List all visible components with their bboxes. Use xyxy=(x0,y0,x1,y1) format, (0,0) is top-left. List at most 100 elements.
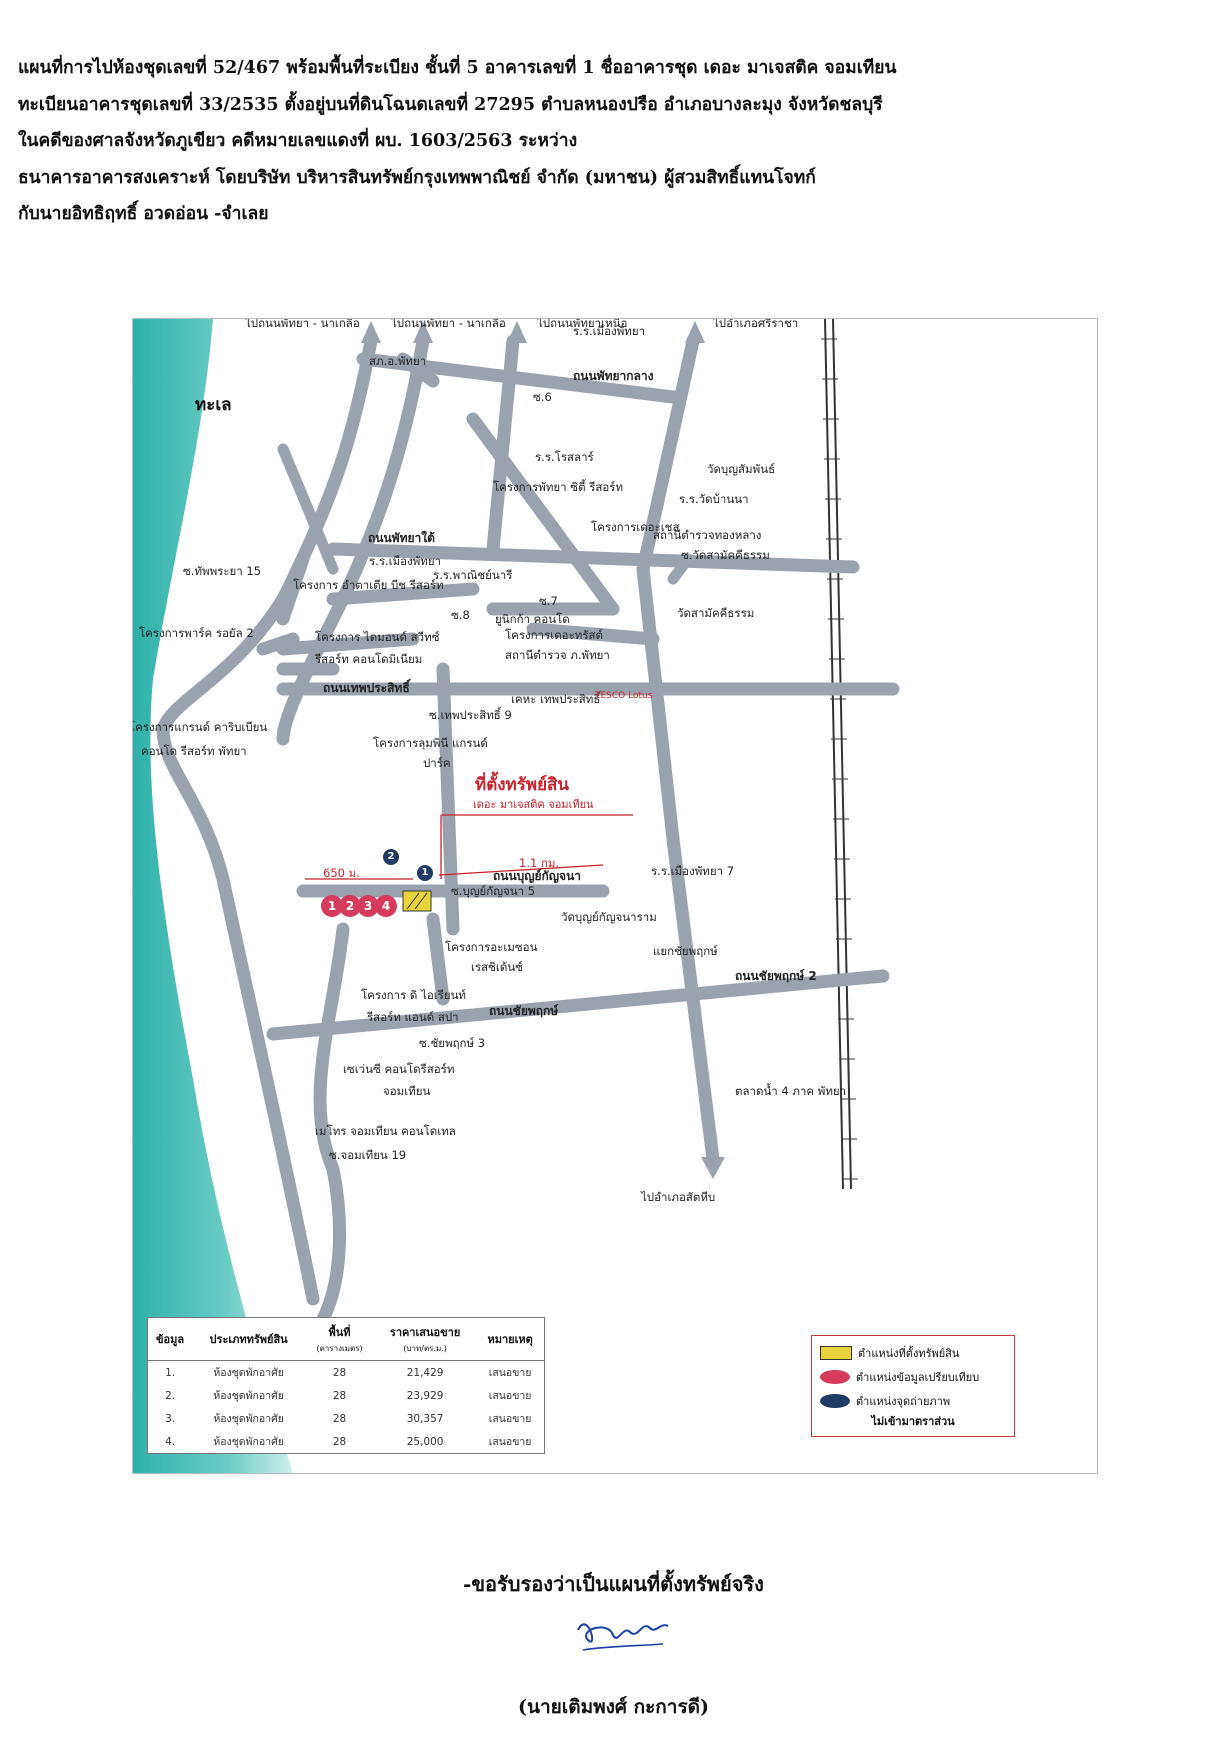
table-row: 2. ห้องชุดพักอาศัย 28 23,929 เสนอขาย xyxy=(148,1384,544,1407)
legend-photo-label: ตำแหน่งจุดถ่ายภาพ xyxy=(856,1395,951,1408)
place-riviera-2: รีสอร์ท แอนด์ สปา xyxy=(367,1010,459,1024)
th-area: พื้นที่(ตารางเมตร) xyxy=(305,1318,374,1361)
document-header: แผนที่การไปห้องชุดเลขที่ 52/467 พร้อมพื้… xyxy=(18,55,1208,238)
cell: เสนอขาย xyxy=(488,1413,532,1425)
signature-icon xyxy=(577,1623,669,1651)
comparable-marker-4: 4 xyxy=(375,895,397,917)
place-seven-seas: เซเว่นซี คอนโดรีสอร์ท xyxy=(343,1062,455,1076)
th-price-unit: (บาท/ตร.ม.) xyxy=(403,1344,447,1353)
place-soi8: ซ.8 xyxy=(451,608,470,622)
cell: ห้องชุดพักอาศัย xyxy=(213,1436,284,1448)
photo-point-2: 2 xyxy=(383,849,399,865)
cell: 1. xyxy=(165,1366,176,1379)
th-area-label: พื้นที่ xyxy=(328,1326,351,1339)
legend-comparable: ตำแหน่งข้อมูลเปรียบเทียบ xyxy=(820,1368,979,1386)
place-soi-bunkanchana-5: ซ.บุญย์กัญจนา 5 xyxy=(451,884,536,898)
road-network xyxy=(156,334,900,1326)
place-amazon-2: เรสซิเด้นซ์ xyxy=(471,960,523,974)
place-pattaya-city-resort: โครงการพัทยา ซิตี้ รีสอร์ท xyxy=(493,480,624,494)
place-school-ban-na: ร.ร.วัดบ้านนา xyxy=(679,492,749,506)
road-thepprasit: ถนนเทพประสิทธิ์ xyxy=(323,681,410,695)
place-lumpini-2: ปาร์ค xyxy=(423,756,451,770)
road-pattaya-tai: ถนนพัทยาใต้ xyxy=(368,531,435,545)
place-school-muang: ร.ร.เมืองพัทยา xyxy=(573,324,646,338)
cell: 28 xyxy=(332,1366,347,1379)
place-school-muang-2: ร.ร.เมืองพัทยา xyxy=(369,554,442,568)
place-wat-samakkhi: วัดสามัคคีธรรม xyxy=(677,606,755,620)
legend-photo: ตำแหน่งจุดถ่ายภาพ xyxy=(820,1392,950,1410)
cell: ห้องชุดพักอาศัย xyxy=(213,1390,284,1402)
road-chaiyaphruek: ถนนชัยพฤกษ์ xyxy=(489,1004,559,1018)
place-school-rosari: ร.ร.โรสลาร์ xyxy=(535,450,594,464)
place-soi6: ซ.6 xyxy=(533,390,552,404)
property-parcel xyxy=(402,890,432,912)
cell: 3. xyxy=(165,1412,176,1425)
cell: เสนอขาย xyxy=(488,1390,532,1402)
sea-area xyxy=(133,319,293,1473)
railway xyxy=(824,319,852,1190)
place-metro: เมโทร จอมเทียน คอนโดเทล xyxy=(315,1124,456,1138)
cell: 25,000 xyxy=(406,1435,444,1448)
cell: 30,357 xyxy=(406,1412,444,1425)
comparable-marker-3: 3 xyxy=(357,895,379,917)
cell: 4. xyxy=(165,1435,176,1448)
th-price: ราคาเสนอขาย (บาท/ตร.ม.) xyxy=(374,1318,477,1361)
place-tesco: เคหะ เทพประสิทธิ์ xyxy=(511,692,601,706)
place-soi-watsamakkhi: ซ.วัดสามัคคีธรรม xyxy=(681,548,770,562)
comparable-marker-2: 2 xyxy=(339,895,361,917)
place-wat-boon: วัดบุญสัมพันธ์ xyxy=(707,462,776,476)
header-line-4: ธนาคารอาคารสงเคราะห์ โดยบริษัท บริหารสิน… xyxy=(18,167,816,188)
place-riviera: โครงการ ดิ ไอเรียนท์ xyxy=(361,988,467,1002)
distance-lines xyxy=(305,814,633,880)
place-grand-caribbean: โครงการแกรนด์ คาริบเบียน xyxy=(132,720,268,734)
cell: เสนอขาย xyxy=(488,1367,532,1379)
place-soi7: ซ.7 xyxy=(539,594,558,608)
table-row: 4. ห้องชุดพักอาศัย 28 25,000 เสนอขาย xyxy=(148,1430,544,1453)
place-atlantis: โครงการ อำตาเตีย บีช รีสอร์ท xyxy=(293,578,444,592)
road-chaiyaphruek-2: ถนนชัยพฤกษ์ 2 xyxy=(735,969,817,983)
direction-naklua-2: ไปถนนพัทยา - นาเกลือ xyxy=(391,318,506,330)
property-title: ที่ตั้งทรัพย์สิน xyxy=(475,775,570,795)
place-seven-seas-2: จอมเทียน xyxy=(383,1084,431,1098)
header-line-2: ทะเบียนอาคารชุดเลขที่ 33/2535 ตั้งอยู่บน… xyxy=(18,94,883,115)
place-police-thonglang: สถานีตำรวจทองหลาง xyxy=(653,528,762,542)
comparison-price-table: ข้อมูล ประเภททรัพย์สิน พื้นที่(ตารางเมตร… xyxy=(147,1317,545,1454)
place-the-trust: โครงการเดอะทรัสต์ xyxy=(505,628,603,642)
direction-naklua-1: ไปถนนพัทยา - นาเกลือ xyxy=(245,318,360,330)
comparable-marker-1: 1 xyxy=(321,895,343,917)
road-bunkanchana: ถนนบุญย์กัญจนา xyxy=(493,869,582,883)
signer-name: (นายเติมพงศ์ กะการดี) xyxy=(517,1696,710,1718)
property-swatch xyxy=(820,1346,852,1360)
place-police: สภ.อ.พัทยา xyxy=(369,354,427,368)
place-amazon: โครงการอะเมซอน xyxy=(445,940,538,954)
th-price-label: ราคาเสนอขาย xyxy=(389,1326,461,1339)
road-pattaya-klang: ถนนพัทยากลาง xyxy=(573,369,654,383)
photo-point-1: 1 xyxy=(417,865,433,881)
cell: 21,429 xyxy=(406,1366,444,1379)
cell: ห้องชุดพักอาศัย xyxy=(213,1413,284,1425)
place-grand-caribbean-2: คอนโด รีสอร์ท พัทยา xyxy=(141,744,247,758)
place-soi-chaiyaphruek-3: ซ.ชัยพฤกษ์ 3 xyxy=(419,1036,486,1050)
comparable-swatch xyxy=(820,1370,850,1384)
place-wat-bunkanchana: วัดบุญย์กัญจนาราม xyxy=(561,910,657,924)
place-soi-thappraya-15: ซ.ทัพพระยา 15 xyxy=(183,564,262,578)
place-park-royal: โครงการพาร์ค รอยัล 2 xyxy=(139,626,254,640)
place-diamond: โครงการ ไดมอนด์ สวีทซ์ xyxy=(315,630,440,644)
direction-arrows xyxy=(361,321,725,1179)
distance-right: 1.1 กม. xyxy=(519,856,560,870)
place-the-chase: โครงการเดอะเชส xyxy=(591,520,680,534)
table-row: 1. ห้องชุดพักอาศัย 28 21,429 เสนอขาย xyxy=(148,1361,544,1385)
cell: 2. xyxy=(165,1389,176,1402)
certification-text: -ขอรับรองว่าเป็นแผนที่ตั้งทรัพย์จริง xyxy=(463,1572,764,1596)
legend-comparable-label: ตำแหน่งข้อมูลเปรียบเทียบ xyxy=(856,1371,980,1384)
place-floating-market: ตลาดน้ำ 4 ภาค พัทยา xyxy=(735,1084,847,1098)
direction-north: ไปถนนพัทยาเหนือ xyxy=(537,318,628,330)
place-tesco-logo: TESCO Lotus xyxy=(595,691,653,701)
photo-swatch xyxy=(820,1394,850,1408)
place-police-pattaya: สถานีตำรวจ ภ.พัทยา xyxy=(505,648,610,662)
place-diamond-2: รีสอร์ท คอนโดมิเนียม xyxy=(315,652,423,666)
place-school-panich: ร.ร.พาณิชย์นารี xyxy=(433,568,513,582)
header-line-5: กับนายอิทธิฤทธิ์ อวดอ่อน -จำเลย xyxy=(18,204,269,224)
legend-property: ตำแหน่งที่ตั้งทรัพย์สิน xyxy=(820,1344,959,1362)
cell: 28 xyxy=(332,1389,347,1402)
